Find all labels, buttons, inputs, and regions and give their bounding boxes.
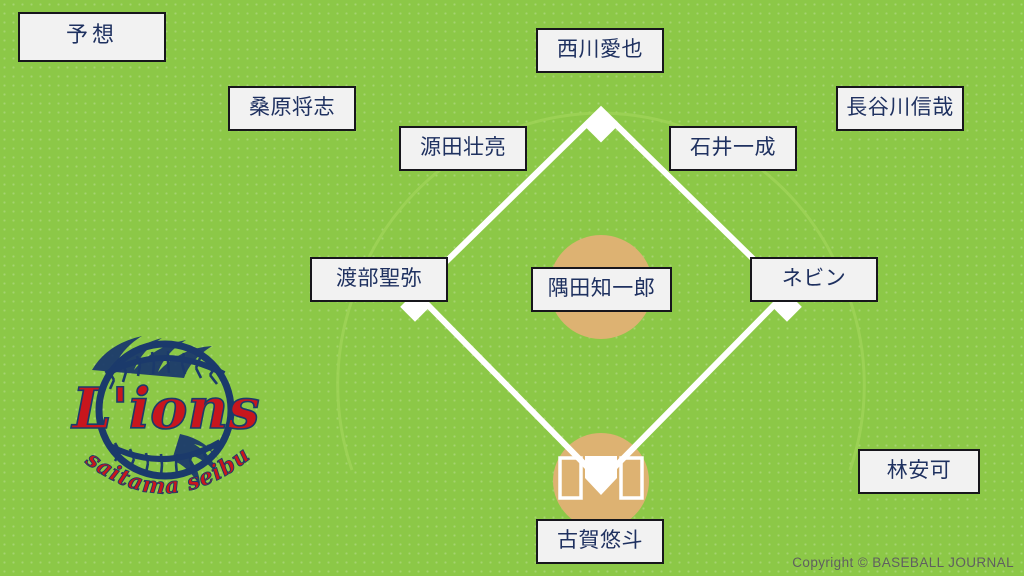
player-name: 古賀悠斗 [557,528,643,552]
home-plate [585,456,617,495]
player-plate-shortstop[interactable]: 源田壮亮 [399,126,527,171]
player-plate-designated-hitter[interactable]: 林安可 [858,449,980,494]
player-name: 桑原将志 [249,95,335,119]
home-plate-dirt [553,433,649,529]
player-name: 渡部聖弥 [336,266,422,290]
player-plate-center-field[interactable]: 西川愛也 [536,28,664,73]
player-plate-left-field[interactable]: 桑原将志 [228,86,356,131]
player-plate-second-base[interactable]: 渡部聖弥 [310,257,448,302]
copyright-notice: Copyright © BASEBALL JOURNAL [792,555,1014,570]
logo-wordmark: L'ions [70,376,259,442]
player-plate-first-base[interactable]: ネビン [750,257,878,302]
player-name: 石井一成 [690,135,776,159]
player-plate-pitcher[interactable]: 隅田知一郎 [531,267,672,312]
player-name: 林安可 [886,458,952,482]
player-plate-third-base[interactable]: 石井一成 [669,126,797,171]
player-plate-catcher[interactable]: 古賀悠斗 [536,519,664,564]
prediction-title-label: 予想 [65,23,118,48]
player-name: 長谷川信哉 [846,95,954,119]
player-name: 西川愛也 [557,37,643,61]
player-name: 源田壮亮 [420,135,506,159]
logo-subtitle: saitama seibu [80,442,255,500]
batters-box-right [619,456,644,500]
saitama-seibu-lions-logo: L'ions saitama seibu [70,336,260,500]
batters-box-left [558,456,583,500]
second-base [584,110,618,143]
prediction-title-badge: 予想 [18,12,166,62]
player-name: ネビン [781,266,847,290]
player-plate-right-field[interactable]: 長谷川信哉 [836,86,964,131]
player-name: 隅田知一郎 [547,276,656,300]
